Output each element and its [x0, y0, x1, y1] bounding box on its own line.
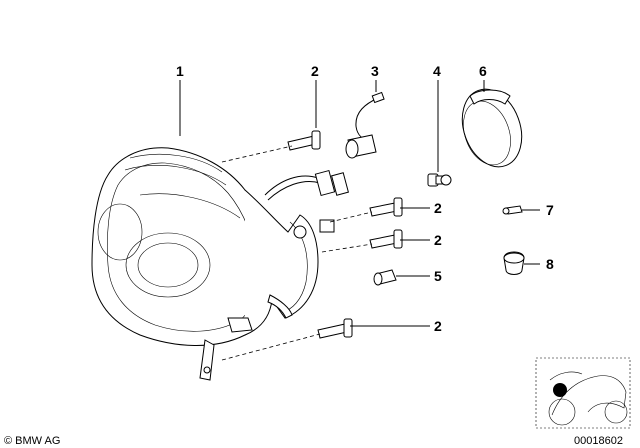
motorcycle-thumbnail	[535, 357, 631, 429]
diagram-number: 00018602	[574, 435, 623, 447]
callout-5: 5	[434, 268, 442, 284]
bolt-top	[287, 130, 321, 151]
halogen-bulb	[345, 91, 385, 159]
callout-8: 8	[546, 256, 554, 272]
callout-6: 6	[479, 63, 487, 79]
copyright-text: © BMW AG	[4, 435, 60, 447]
cover-ring	[461, 88, 523, 168]
callout-7: 7	[546, 202, 554, 218]
small-bulb	[373, 269, 397, 286]
leader-lines	[179, 80, 540, 327]
bulb-socket	[427, 173, 452, 187]
callout-3: 3	[371, 63, 379, 79]
bolt-mid-lower	[369, 229, 403, 249]
bolt-bottom	[317, 318, 353, 339]
clip	[502, 205, 523, 215]
grommet	[503, 251, 525, 275]
assembly-lines	[221, 145, 373, 361]
callout-2-top: 2	[311, 63, 319, 79]
bolt-mid-upper	[369, 197, 403, 217]
callout-1: 1	[176, 63, 184, 79]
location-marker-icon	[553, 383, 567, 397]
callout-2-mid-lower: 2	[434, 232, 442, 248]
callout-4: 4	[433, 63, 441, 79]
callout-2-bottom: 2	[434, 318, 442, 334]
headlight-assembly	[91, 147, 349, 381]
callout-2-mid-upper: 2	[434, 200, 442, 216]
